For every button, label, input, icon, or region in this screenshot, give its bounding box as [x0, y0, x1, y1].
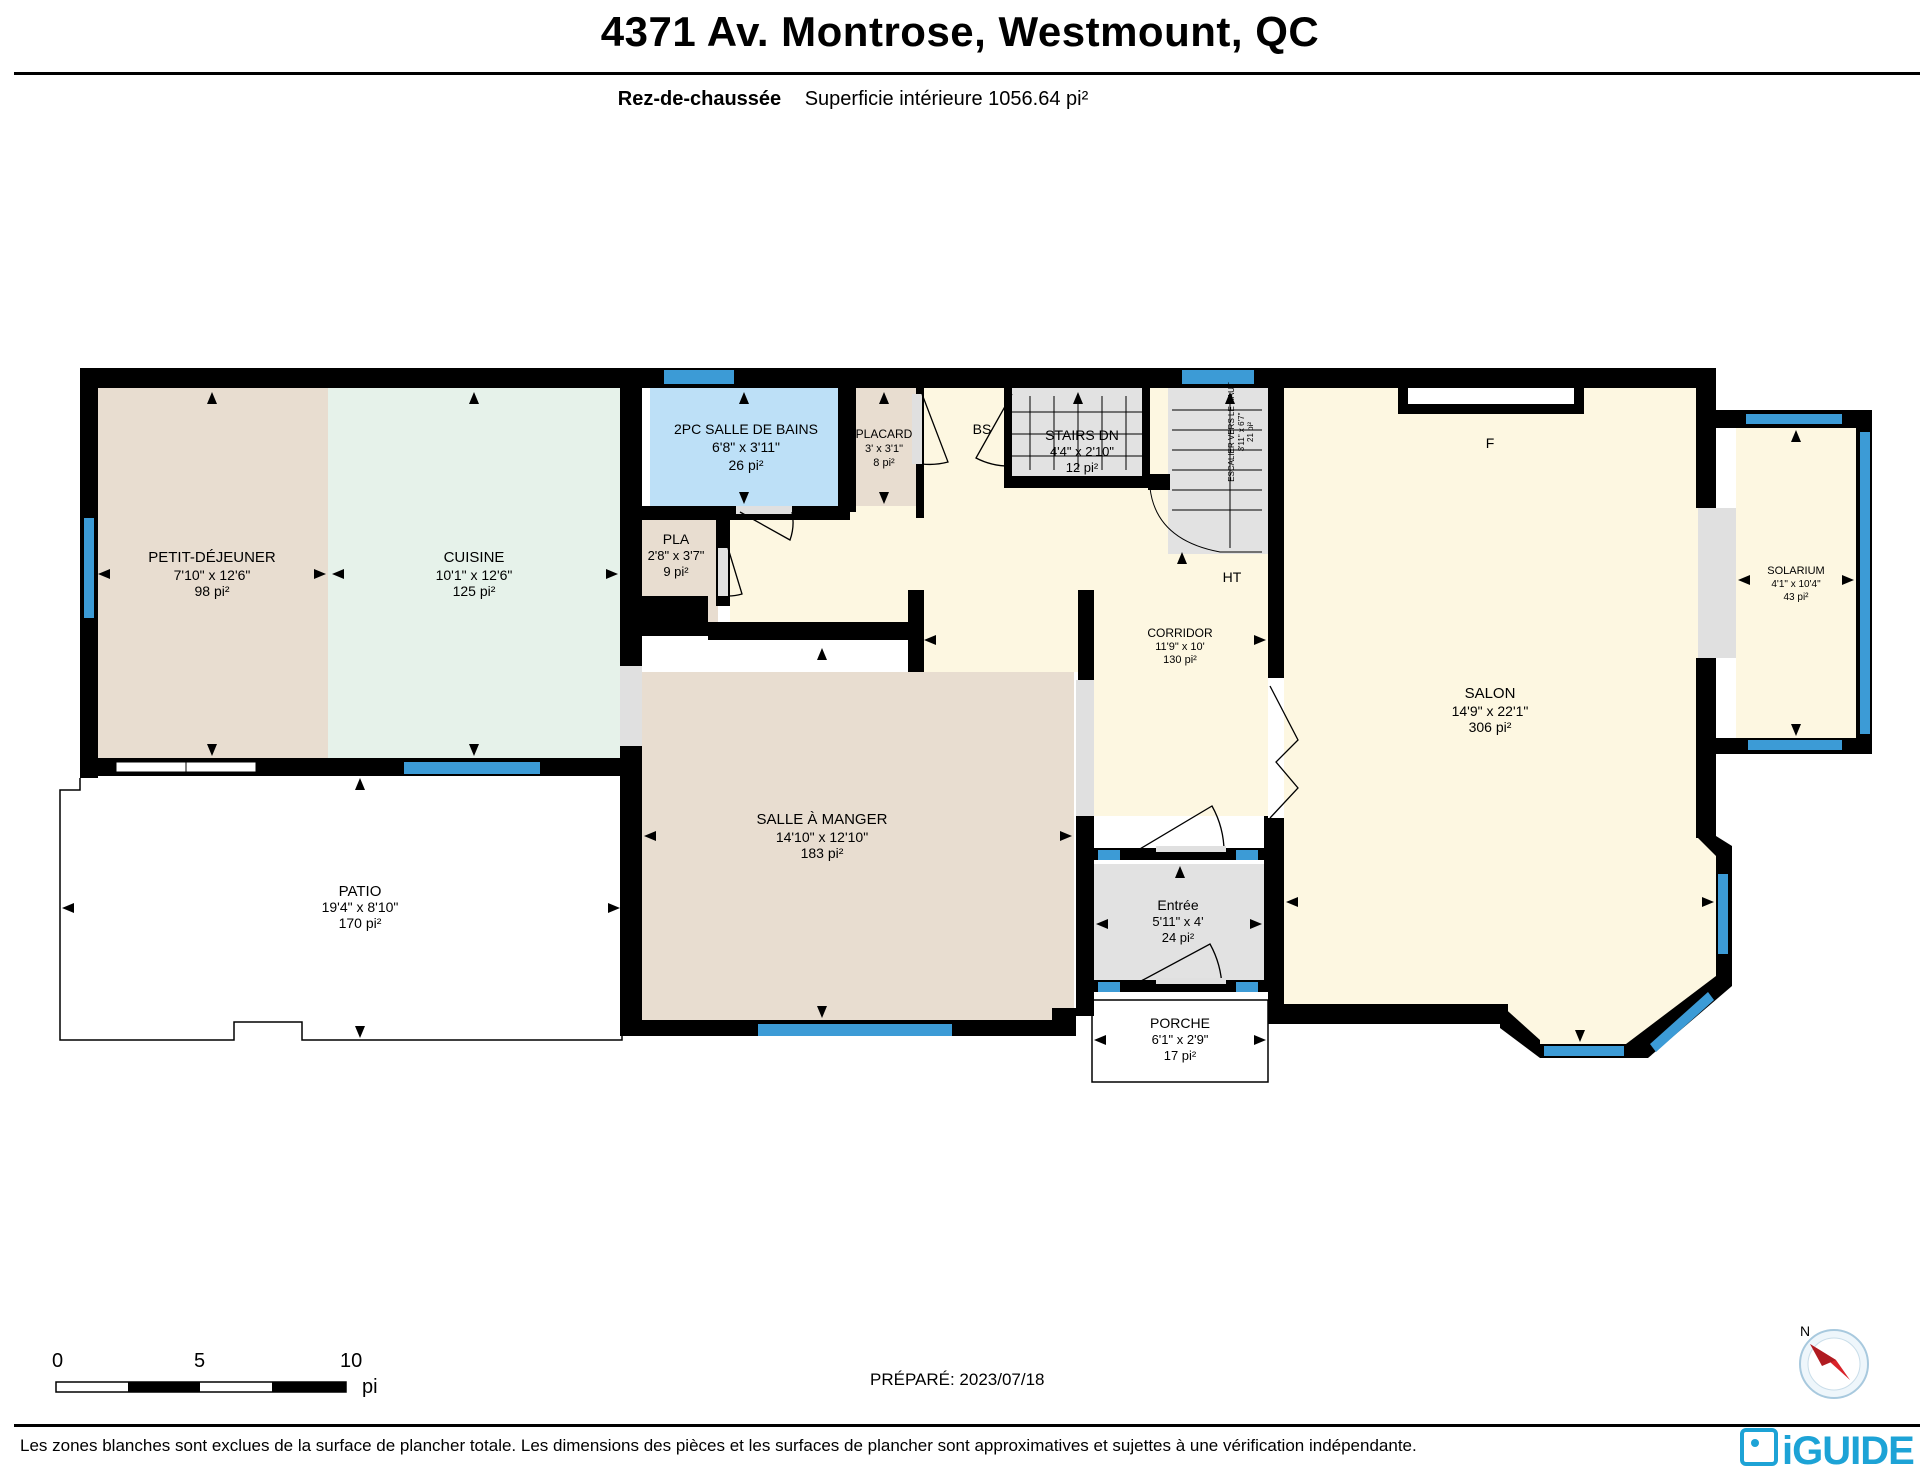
- area-salle-a-manger: 183 pi²: [801, 845, 844, 861]
- area-entree: 24 pi²: [1162, 930, 1195, 945]
- scale-label-0: 0: [52, 1350, 64, 1372]
- dims-placard: 3' x 3'1": [865, 443, 903, 455]
- floor-area: Superficie intérieure 1056.64 pi²: [804, 88, 1089, 110]
- label-fireplace: F: [1486, 435, 1495, 451]
- dims-stairs: 4'4" x 2'10": [1050, 444, 1114, 459]
- scale-label-5: 5: [194, 1350, 206, 1372]
- area-cuisine: 125 pi²: [453, 583, 496, 599]
- area-pla: 9 pi²: [663, 564, 689, 579]
- dims-porche: 6'1" x 2'9": [1152, 1032, 1209, 1047]
- dims-pla: 2'8" x 3'7": [648, 548, 705, 563]
- iguide-logo-text: iGUIDE: [1782, 1429, 1915, 1473]
- room-fill-placard: [856, 388, 916, 506]
- patio-sliding-door: [115, 761, 257, 773]
- label-patio: PATIO: [339, 883, 382, 900]
- area-escalier: 21 pi²: [1246, 422, 1255, 442]
- dims-escalier: 3'11" x 6'7": [1237, 412, 1246, 451]
- porche-outline: [1091, 999, 1269, 1083]
- dims-petit-dejeuner: 7'10" x 12'6": [174, 567, 251, 583]
- label-porche: PORCHE: [1150, 1015, 1210, 1031]
- area-placard: 8 pi²: [873, 457, 895, 469]
- dims-entree: 5'11" x 4': [1152, 914, 1203, 929]
- footer-rule: [14, 1424, 1920, 1427]
- label-salon: SALON: [1465, 685, 1516, 702]
- label-salle-de-bains: 2PC SALLE DE BAINS: [674, 421, 818, 437]
- label-ht: HT: [1223, 569, 1242, 585]
- area-porche: 17 pi²: [1164, 1048, 1197, 1063]
- label-cuisine: CUISINE: [444, 549, 505, 566]
- room-fill-corridor: [730, 388, 1268, 816]
- floor-subtitle: Rez-de-chaussée Superficie intérieure 10…: [0, 88, 1706, 111]
- dims-salle-a-manger: 14'10" x 12'10": [776, 829, 868, 845]
- opening-kitchen-dining: [620, 666, 642, 746]
- room-fill-escalier: [1168, 388, 1268, 554]
- dims-cuisine: 10'1" x 12'6": [436, 567, 513, 583]
- room-fill-salle-de-bains: [650, 388, 840, 506]
- room-fill-salle-a-manger: [642, 672, 1074, 1020]
- door-swings: [718, 393, 1299, 989]
- area-corridor: 130 pi²: [1163, 654, 1197, 666]
- area-petit-dejeuner: 98 pi²: [194, 583, 229, 599]
- area-solarium: 43 pi²: [1783, 592, 1809, 603]
- scale-unit: pi: [362, 1376, 378, 1398]
- label-solarium: SOLARIUM: [1767, 565, 1824, 577]
- area-salle-de-bains: 26 pi²: [728, 457, 763, 473]
- label-entree: Entrée: [1157, 897, 1198, 913]
- scale-label-10: 10: [340, 1350, 363, 1372]
- prepared-date: PRÉPARÉ: 2023/07/18: [870, 1370, 1045, 1389]
- stair-treads: [1010, 396, 1262, 553]
- label-bs: BS: [973, 421, 992, 437]
- iguide-logo-icon: [1740, 1428, 1778, 1466]
- compass-icon: N: [1799, 1323, 1869, 1399]
- room-fill-salon: [1284, 388, 1716, 1044]
- room-fill-solarium: [1736, 428, 1856, 738]
- windows: [84, 370, 1870, 1056]
- area-salon: 306 pi²: [1469, 719, 1512, 735]
- label-placard: PLACARD: [856, 427, 913, 441]
- room-labels: PETIT-DÉJEUNER 7'10" x 12'6" 98 pi² CUIS…: [148, 382, 1824, 1063]
- scale-bar: [55, 1381, 347, 1393]
- compass-north-label: N: [1800, 1323, 1810, 1339]
- dims-solarium: 4'1" x 10'4": [1771, 579, 1821, 590]
- dims-patio: 19'4" x 8'10": [322, 899, 399, 915]
- area-patio: 170 pi²: [339, 915, 382, 931]
- label-petit-dejeuner: PETIT-DÉJEUNER: [148, 549, 276, 566]
- footer-disclaimer: Les zones blanches sont exclues de la su…: [20, 1436, 1417, 1455]
- room-fill-cuisine: [328, 388, 622, 758]
- dims-corridor: 11'9" x 10': [1155, 641, 1205, 653]
- opening-dining-corridor: [1076, 680, 1094, 816]
- area-stairs: 12 pi²: [1066, 460, 1099, 475]
- label-salle-a-manger: SALLE À MANGER: [757, 811, 888, 828]
- label-stairs: STAIRS DN: [1045, 427, 1119, 443]
- label-escalier: ESCALIER VERS LE HAUT: [1227, 382, 1236, 482]
- opening-salon-solarium: [1698, 508, 1736, 658]
- label-pla: PLA: [663, 531, 690, 547]
- patio-outline: [59, 778, 623, 1041]
- label-corridor: CORRIDOR: [1147, 626, 1213, 640]
- dimension-arrows: [62, 392, 1854, 1045]
- title-rule: [14, 72, 1920, 75]
- floor-name: Rez-de-chaussée: [617, 88, 782, 110]
- iguide-logo: iGUIDE: [1740, 1428, 1915, 1474]
- room-fill-petit-dejeuner: [96, 388, 328, 758]
- page-title: 4371 Av. Montrose, Westmount, QC: [600, 8, 1320, 55]
- dims-salon: 14'9" x 22'1": [1452, 703, 1529, 719]
- dims-salle-de-bains: 6'8" x 3'11": [712, 439, 780, 455]
